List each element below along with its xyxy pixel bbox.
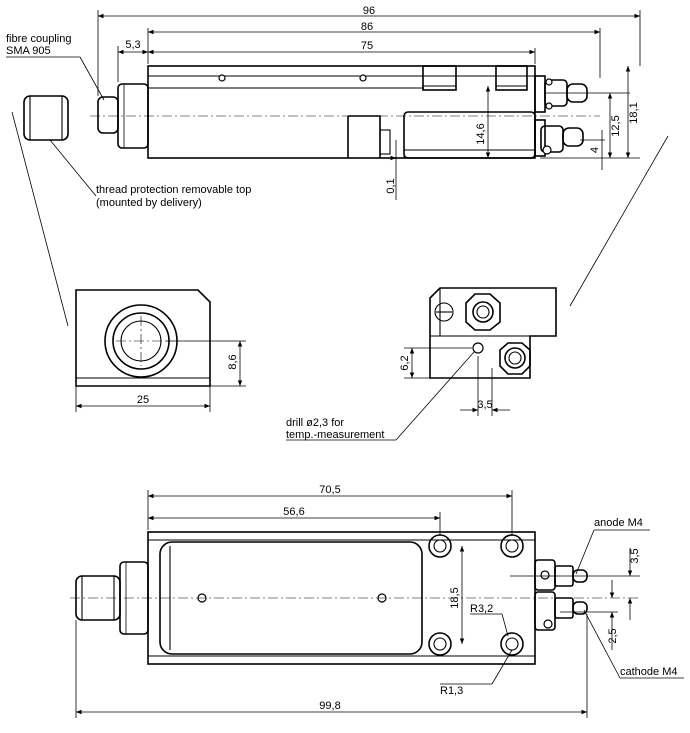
mounting-screw-3 [428,632,452,656]
dim-4: 4 [589,147,601,153]
label-fibre-coupling: fibre coupling [6,33,71,45]
dim-99-8: 99,8 [319,700,340,712]
label-sma-905: SMA 905 [6,45,51,57]
label-cathode: cathode M4 [620,666,677,678]
label-anode: anode M4 [594,517,643,529]
mounting-screw-2 [500,534,524,558]
label-temp-measurement: temp.-measurement [286,429,384,441]
side-lower-block [403,111,536,159]
side-hole-1 [218,74,226,82]
side-view: 96 86 75 5,3 14,6 0,1 12,5 18,1 4 fibre … [6,5,641,200]
dim-25: 25 [137,394,149,406]
dim-5-3: 5,3 [125,39,140,51]
dim-56-6: 56,6 [283,506,304,518]
side-clamp-1 [422,65,457,91]
label-r1-3: R1,3 [440,685,463,697]
side-hole-2 [359,74,367,82]
label-mounted-by-delivery: (mounted by delivery) [96,197,202,209]
label-r3-2: R3,2 [470,603,493,615]
drill-hole [472,342,484,354]
side-clamp-2 [495,65,528,91]
label-thread-protection: thread protection removable top [96,184,251,196]
dim-70-5: 70,5 [319,484,340,496]
dim-75: 75 [361,40,373,52]
front-view-left: 8,6 25 [75,289,246,412]
dim-96: 96 [363,5,375,17]
side-sma-nut [97,96,119,134]
dim-14-6: 14,6 [475,123,487,144]
thread-protection-cap: thread protection removable top (mounted… [23,95,251,209]
top-view: 70,5 56,6 18,5 R3,2 R1,3 3,5 2,5 anode M… [70,484,684,718]
dim-3-5-front: 3,5 [477,399,492,411]
dim-0-1: 0,1 [385,178,397,193]
dim-3-5-top: 3,5 [629,548,641,563]
front-view-right: 6,2 3,5 drill ø2,3 for temp.-measurement [286,287,557,441]
mounting-screw-1 [428,534,452,558]
dim-18-1: 18,1 [628,102,640,123]
label-drill: drill ø2,3 for [286,417,344,429]
dim-18-5: 18,5 [449,587,461,608]
dim-86: 86 [361,21,373,33]
dim-6-2: 6,2 [399,355,411,370]
mounting-screw-4 [500,632,524,656]
dim-12-5: 12,5 [610,115,622,136]
dim-2-5: 2,5 [607,628,619,643]
dim-8-6: 8,6 [227,354,239,369]
